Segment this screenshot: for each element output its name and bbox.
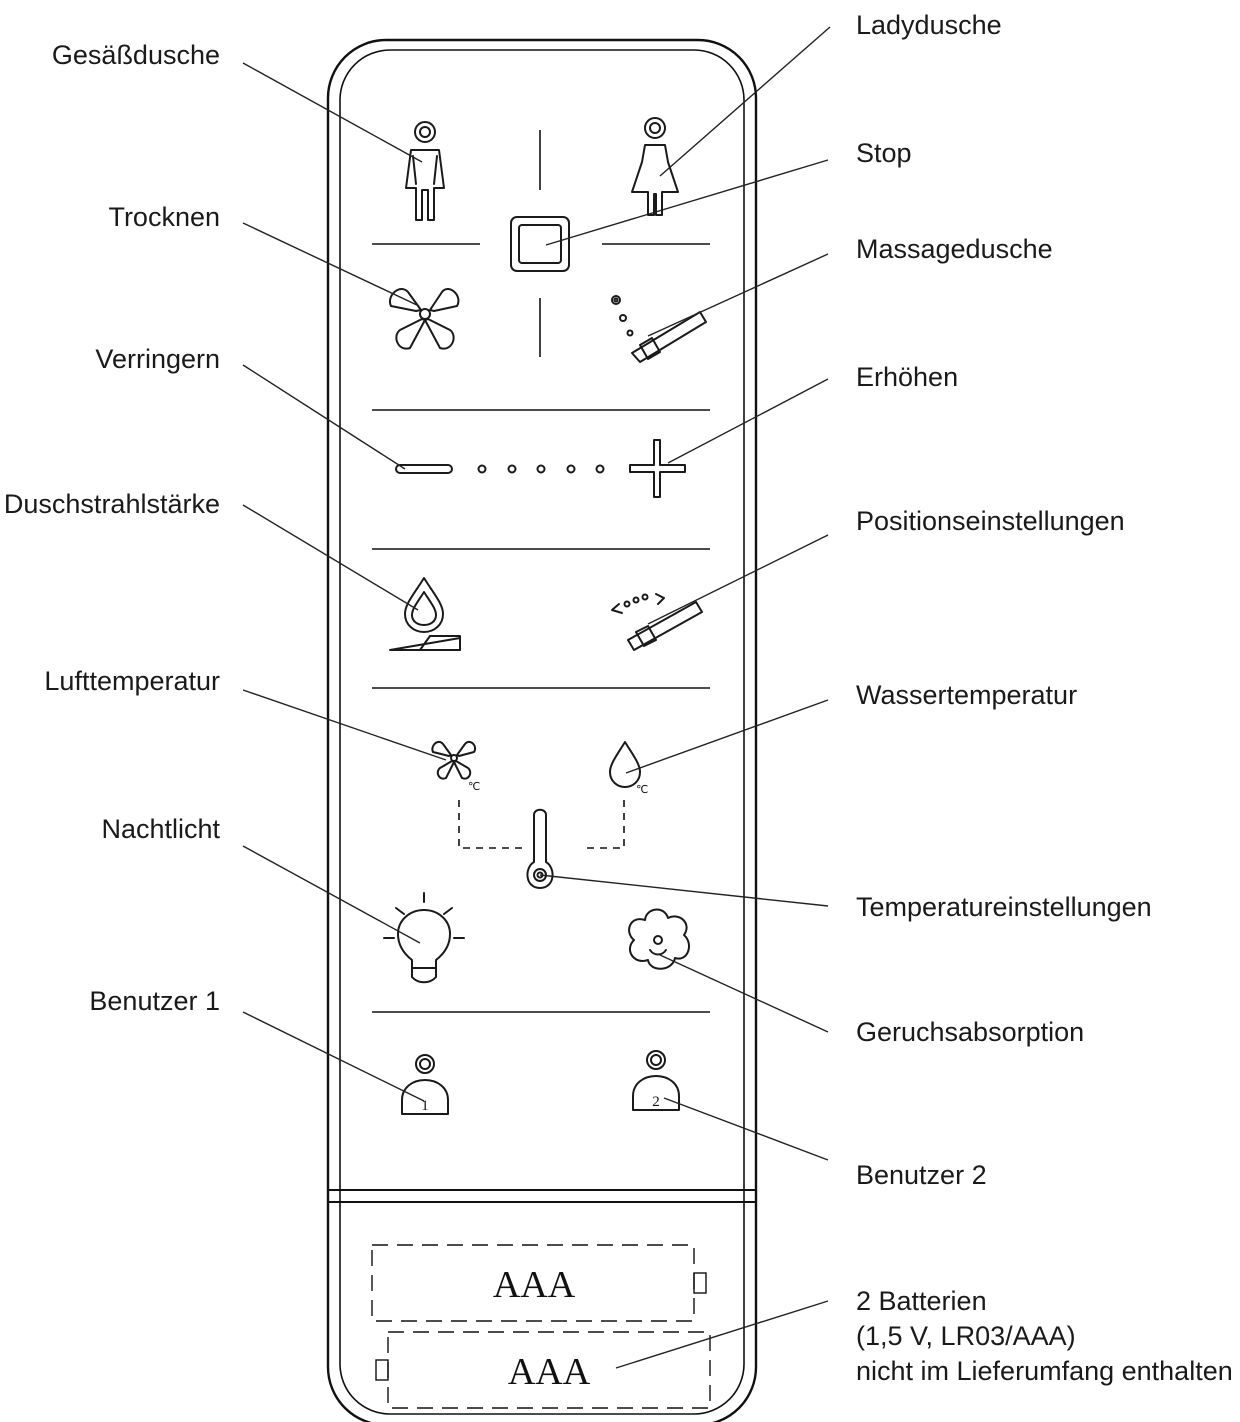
minus-icon[interactable]	[395, 464, 453, 474]
remote-body	[326, 38, 758, 1422]
leader-lines	[242, 26, 831, 1369]
label-gesaessdusche: Gesäßdusche	[52, 40, 220, 70]
level-indicator-dots	[477, 464, 605, 474]
label-benutzer2: Benutzer 2	[856, 1160, 987, 1190]
label-massagedusche: Massagedusche	[856, 234, 1053, 264]
label-temperatureinstellungen: Temperatureinstellungen	[856, 892, 1152, 922]
water-drop-icon[interactable]	[389, 577, 461, 651]
flower-icon[interactable]	[628, 908, 690, 970]
label-stop: Stop	[856, 138, 912, 168]
massage-nozzle-icon[interactable]	[611, 295, 707, 363]
callout-labels: Gesäßdusche Ladydusche Stop Trocknen Mas…	[4, 10, 1233, 1386]
label-duschstrahlstaerke: Duschstrahlstärke	[4, 489, 220, 519]
label-verringern: Verringern	[95, 344, 220, 374]
label-benutzer1: Benutzer 1	[89, 986, 220, 1016]
label-positionseinstellungen: Positionseinstellungen	[856, 506, 1125, 536]
user-2-icon[interactable]: 2	[632, 1050, 680, 1111]
label-nachtlicht: Nachtlicht	[101, 814, 220, 844]
user-1-icon[interactable]: 1	[401, 1054, 449, 1115]
battery-2-label: AAA	[508, 1351, 591, 1393]
temp-unit-1: ℃	[468, 780, 480, 793]
label-geruchsabsorption: Geruchsabsorption	[856, 1017, 1084, 1047]
battery-bottom: AAA	[375, 1331, 711, 1409]
female-figure-icon[interactable]	[631, 117, 679, 216]
user-2-number: 2	[652, 1094, 660, 1110]
light-bulb-icon[interactable]	[383, 892, 465, 984]
battery-top: AAA	[371, 1244, 707, 1322]
male-figure-icon[interactable]	[405, 121, 445, 221]
battery-compartment: AAA AAA	[371, 1244, 711, 1409]
label-erhoehen: Erhöhen	[856, 362, 958, 392]
fan-icon[interactable]	[388, 287, 460, 350]
dashed-connectors	[458, 800, 625, 849]
label-ladydusche: Ladydusche	[856, 10, 1002, 40]
drop-temperature-icon[interactable]: ℃	[609, 741, 648, 796]
temp-unit-2: ℃	[636, 783, 648, 796]
battery-1-label: AAA	[493, 1264, 576, 1306]
label-wassertemperatur: Wassertemperatur	[856, 680, 1077, 710]
panel-dividers	[372, 130, 710, 1013]
fan-temperature-icon[interactable]: ℃	[431, 740, 480, 793]
label-batterien-line2: (1,5 V, LR03/AAA)	[856, 1321, 1076, 1351]
label-lufttemperatur: Lufttemperatur	[44, 666, 220, 696]
label-batterien-line1: 2 Batterien	[856, 1286, 987, 1316]
stop-square-icon[interactable]	[510, 216, 570, 272]
label-trocknen: Trocknen	[108, 202, 220, 232]
position-nozzle-icon[interactable]	[611, 593, 703, 651]
plus-icon[interactable]	[629, 439, 686, 498]
label-batterien-line3: nicht im Lieferumfang enthalten	[856, 1356, 1233, 1386]
user-1-number: 1	[421, 1098, 429, 1114]
